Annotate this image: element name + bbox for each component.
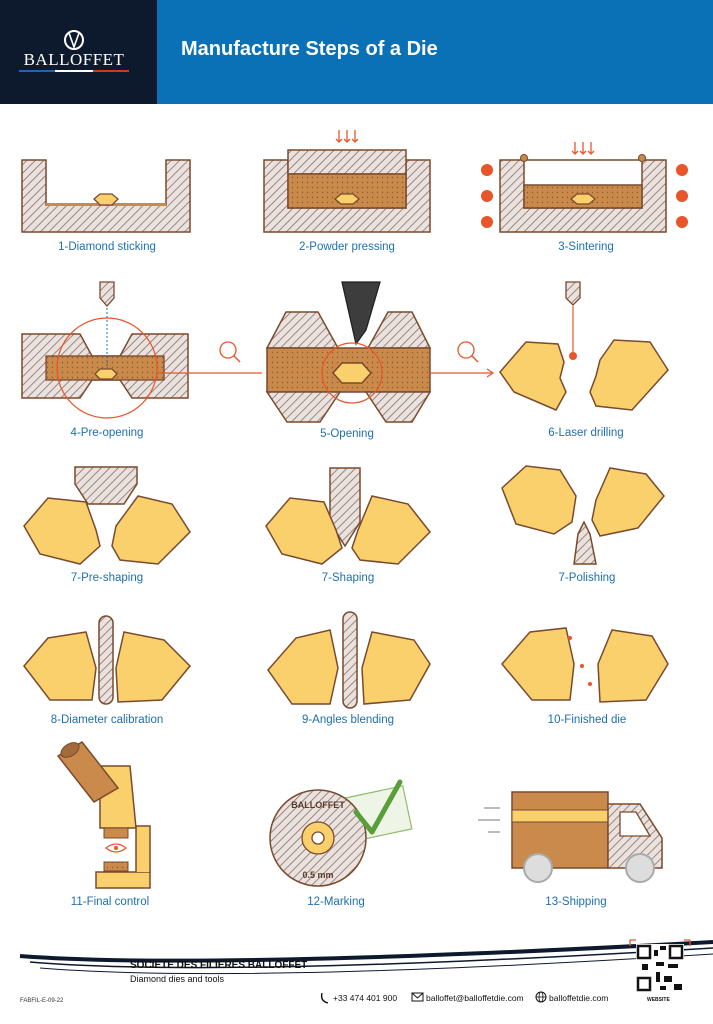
step-6-label: 6-Laser drilling [548, 427, 624, 439]
phone-icon [320, 992, 329, 1004]
step-2-illustration [263, 130, 431, 233]
footer-website[interactable]: balloffetdie.com [549, 993, 609, 1003]
globe-icon [535, 991, 547, 1003]
step-13-illustration [478, 791, 663, 883]
step-7a-label: 7-Pre-shaping [70, 572, 144, 584]
page-title: Manufacture Steps of a Die [181, 38, 438, 60]
step-9-label: 9-Angles blending [301, 714, 395, 726]
step-3-illustration [481, 142, 688, 233]
step-13-label: 13-Shipping [545, 896, 607, 908]
step-12-illustration: BALLOFFET 0.5 mm [269, 779, 413, 887]
footer-company: SOCIETE DES FILIERES BALLOFFET [130, 960, 308, 971]
step-7c-illustration [501, 465, 665, 565]
step-11-label: 11-Final control [70, 896, 150, 908]
footer-email[interactable]: balloffet@balloffetdie.com [426, 993, 524, 1003]
step-10-illustration [501, 627, 669, 703]
step-7a-illustration [23, 466, 191, 565]
step-1-label: 1-Diamond sticking [58, 241, 156, 253]
qr-label: WEBSITE [647, 997, 670, 1003]
marking-bottom-text: 0.5 mm [302, 870, 333, 880]
step-2-label: 2-Powder pressing [299, 241, 395, 253]
step-12-label: 12-Marking [307, 896, 365, 908]
marking-top-text: BALLOFFET [291, 800, 345, 810]
step-5-illustration [265, 281, 495, 423]
footer-swoosh [19, 940, 713, 963]
logo-emblem-icon [19, 30, 129, 72]
step-3-label: 3-Sintering [558, 241, 614, 253]
logo-text: BALLOFFET [23, 50, 125, 69]
step-1-illustration [21, 159, 191, 233]
footer-phone[interactable]: +33 474 401 900 [333, 993, 398, 1003]
logo: BALLOFFET [0, 0, 157, 104]
step-7b-illustration [265, 467, 432, 565]
step-8-illustration [23, 615, 192, 705]
step-11-illustration [56, 741, 151, 889]
step-8-label: 8-Diameter calibration [50, 714, 164, 726]
step-4-illustration [21, 281, 262, 419]
step-10-label: 10-Finished die [547, 714, 627, 726]
qr-code-icon [629, 939, 691, 994]
step-7c-label: 7-Polishing [558, 572, 616, 584]
step-9-illustration [267, 611, 431, 709]
step-6-illustration [499, 281, 669, 411]
footer-subtitle: Diamond dies and tools [130, 974, 225, 984]
email-icon [411, 992, 424, 1002]
step-7b-label: 7-Shaping [321, 572, 375, 584]
step-5-label: 5-Opening [320, 428, 374, 440]
footer-ref: FABFIL-E-09-22 [20, 998, 64, 1004]
step-4-label: 4-Pre-opening [70, 427, 144, 439]
